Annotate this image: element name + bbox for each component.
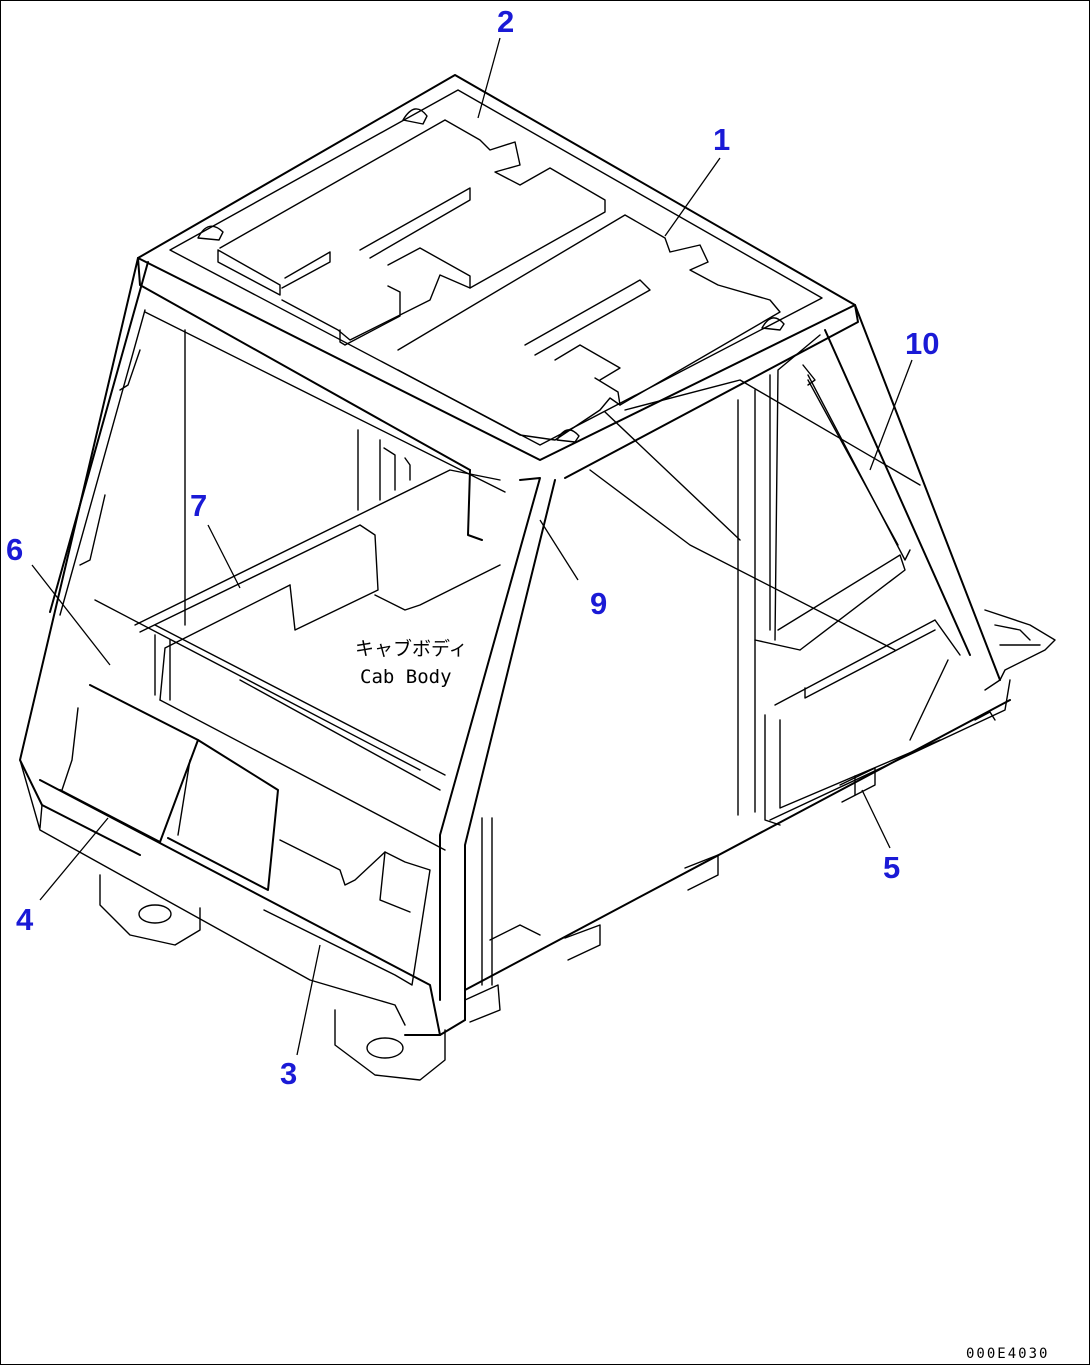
drawing-code: 000E4030 (966, 1346, 1049, 1362)
callout-4: 4 (16, 902, 34, 937)
center-pillar (439, 469, 556, 1036)
right-side-frame (737, 304, 1056, 826)
callout-3: 3 (280, 1056, 297, 1091)
callout-6: 6 (6, 532, 23, 567)
leader-lines (31, 37, 913, 1056)
cab-body-label-en: Cab Body (360, 666, 452, 688)
cab-body-label-jp: キャブボディ (355, 637, 468, 660)
callout-1: 1 (713, 122, 730, 157)
roof-panels (217, 119, 781, 441)
callout-9: 9 (590, 586, 607, 621)
callout-5: 5 (883, 850, 900, 885)
left-side-frame (19, 257, 446, 1081)
inner-structure (94, 311, 921, 851)
callout-2: 2 (497, 4, 514, 39)
callouts: 2 1 10 6 7 9 5 4 3 (6, 4, 939, 1091)
rear-panels (39, 684, 441, 1036)
callout-7: 7 (190, 488, 207, 523)
callout-10: 10 (905, 326, 939, 361)
floor-sill (464, 699, 1011, 991)
